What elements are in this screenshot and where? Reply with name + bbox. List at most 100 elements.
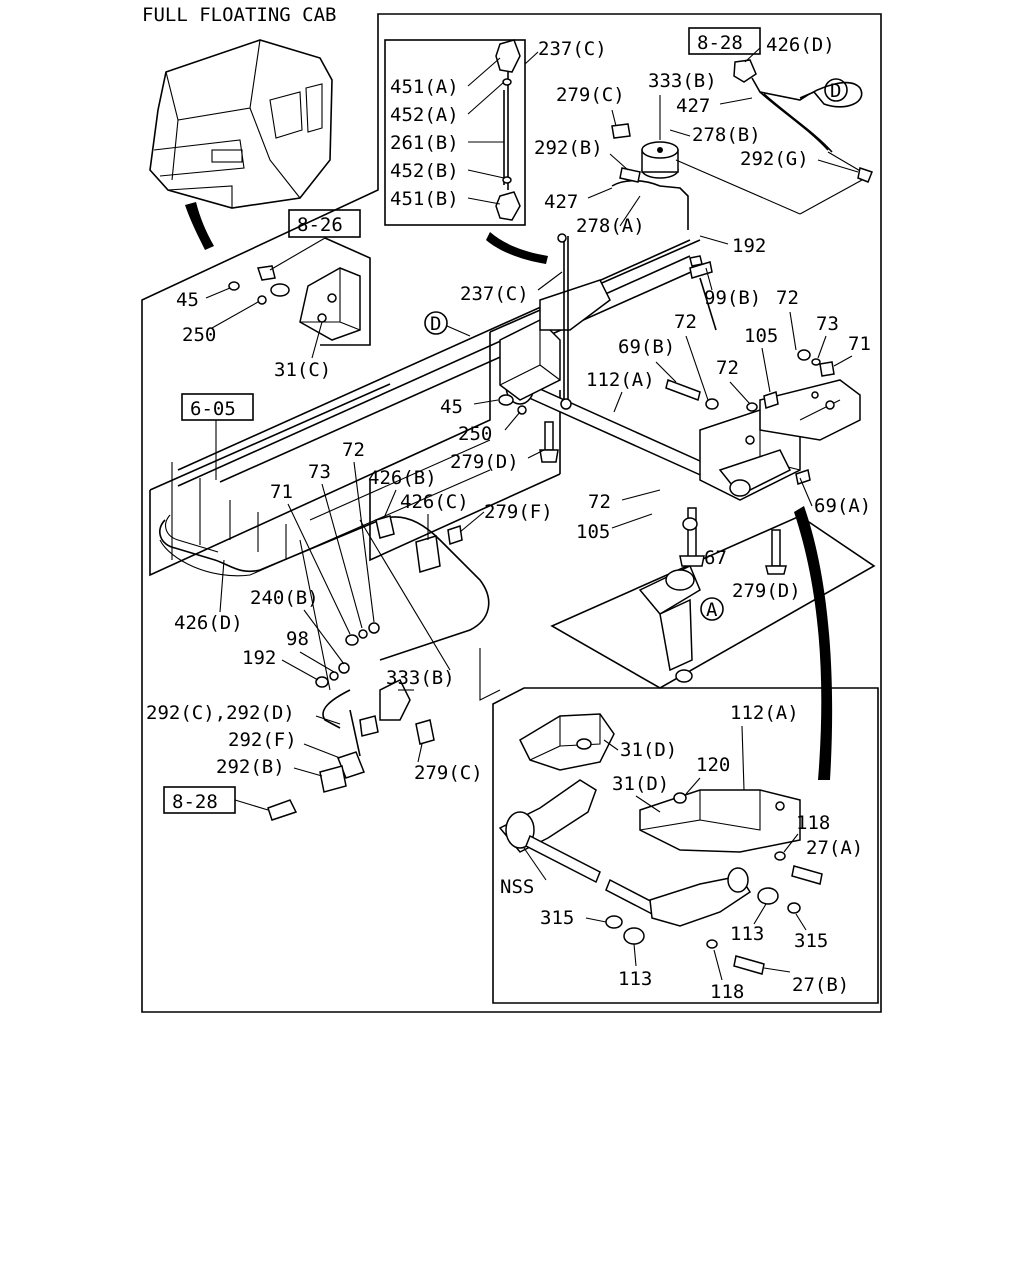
label-452a: 452(A): [390, 104, 459, 126]
label-426d-top: 426(D): [766, 34, 835, 56]
bracket-31c: [228, 265, 361, 341]
pipe-left: [159, 516, 490, 661]
label-427-top: 427: [676, 95, 710, 117]
marker-a: [700, 597, 724, 621]
label-69b: 69(B): [618, 336, 675, 358]
label-192-top: 192: [732, 235, 766, 257]
leader-8-26: [269, 237, 326, 271]
marker-d-mid-text: D: [430, 313, 441, 335]
top-leaders: [587, 47, 863, 227]
stud-assembly: [495, 39, 521, 221]
label-31c: 31(C): [274, 359, 331, 381]
leader-250-top: [211, 301, 259, 329]
label-27b: 27(B): [792, 974, 849, 996]
damper-mount-top: [611, 123, 689, 230]
label-31d-a: 31(D): [620, 739, 677, 761]
label-118-bot: 118: [710, 981, 744, 1003]
label-333b-top: 333(B): [648, 70, 717, 92]
label-45-mid: 45: [440, 396, 463, 418]
label-72-left: 72: [342, 439, 365, 461]
label-426d-left: 426(D): [174, 612, 243, 634]
label-279c-top: 279(C): [556, 84, 625, 106]
diagram-title: FULL FLOATING CAB: [142, 4, 336, 26]
marker-a-text: A: [706, 599, 718, 621]
lower-inset-parts: [498, 713, 823, 975]
label-72-a: 72: [776, 287, 799, 309]
label-69a: 69(A): [814, 495, 871, 517]
label-112a-inset: 112(A): [730, 702, 799, 724]
label-292f: 292(F): [228, 729, 297, 751]
label-333b-bot: 333(B): [386, 667, 455, 689]
leader-112a-top: [613, 391, 623, 413]
marker-d-top: [824, 78, 848, 102]
label-27a: 27(A): [806, 837, 863, 859]
ref-6-05: 6-05: [190, 398, 236, 420]
leader-279d-mid: [527, 449, 545, 459]
label-452b: 452(B): [390, 160, 459, 182]
label-105-mid: 105: [576, 521, 610, 543]
label-279d-mid: 279(D): [450, 451, 519, 473]
main-frame: [141, 13, 882, 1013]
cab-arrow: [185, 202, 214, 250]
leader-31c: [311, 321, 323, 359]
marker-d-mid: [424, 311, 448, 335]
label-279d-right: 279(D): [732, 580, 801, 602]
label-73-left: 73: [308, 461, 331, 483]
label-451a: 451(A): [390, 76, 459, 98]
shock-absorber: [638, 507, 787, 683]
label-250-mid: 250: [458, 423, 492, 445]
label-118-top: 118: [796, 812, 830, 834]
torsion-shaft: [498, 233, 721, 484]
label-451b: 451(B): [390, 188, 459, 210]
label-292g: 292(G): [740, 148, 809, 170]
leader-250-mid: [504, 411, 521, 431]
label-72-c: 72: [716, 357, 739, 379]
label-278a: 278(A): [576, 215, 645, 237]
label-67: 67: [704, 547, 727, 569]
label-120: 120: [696, 754, 730, 776]
label-279c-bot: 279(C): [414, 762, 483, 784]
label-nss: NSS: [500, 876, 534, 898]
label-105-top: 105: [744, 325, 778, 347]
label-98: 98: [286, 628, 309, 650]
label-237c-mid: 237(C): [460, 283, 529, 305]
label-31d-b: 31(D): [612, 773, 669, 795]
inset-leaders: [523, 725, 807, 981]
label-113-left: 113: [618, 968, 652, 990]
label-279f: 279(F): [484, 501, 553, 523]
label-292b-top: 292(B): [534, 137, 603, 159]
mid-left-parts: [267, 515, 463, 821]
bracket-8-26-outline: [320, 237, 371, 346]
ref-box-6-05: [181, 393, 254, 421]
label-426b: 426(B): [368, 467, 437, 489]
ref-box-8-26: [288, 209, 361, 238]
label-426c: 426(C): [400, 491, 469, 513]
label-192-left: 192: [242, 647, 276, 669]
ref-8-26: 8-26: [297, 214, 343, 236]
label-240b: 240(B): [250, 587, 319, 609]
stud-leaders: [467, 51, 539, 205]
label-99b: 99(B): [704, 287, 761, 309]
leader-237c-mid: [537, 271, 563, 291]
leader-45-mid: [473, 399, 499, 405]
label-315-left: 315: [540, 907, 574, 929]
cab-illustration: [149, 39, 333, 209]
right-bracket: [665, 255, 861, 501]
label-112a-top: 112(A): [586, 369, 655, 391]
label-72-b: 72: [674, 311, 697, 333]
label-73-top: 73: [816, 313, 839, 335]
pipe-left-2: [165, 514, 219, 553]
label-261b: 261(B): [390, 132, 459, 154]
lower-inset-box: [492, 687, 879, 1004]
label-45-top: 45: [176, 289, 199, 311]
label-71-left: 71: [270, 481, 293, 503]
label-292b-bot: 292(B): [216, 756, 285, 778]
label-278b: 278(B): [692, 124, 761, 146]
arrow-to-inset: [794, 506, 833, 780]
leader-45-top: [205, 287, 231, 299]
inset-arrow: [486, 232, 548, 264]
label-237c-top: 237(C): [538, 38, 607, 60]
shock-frame: [550, 515, 876, 689]
label-427-mid: 427: [544, 191, 578, 213]
